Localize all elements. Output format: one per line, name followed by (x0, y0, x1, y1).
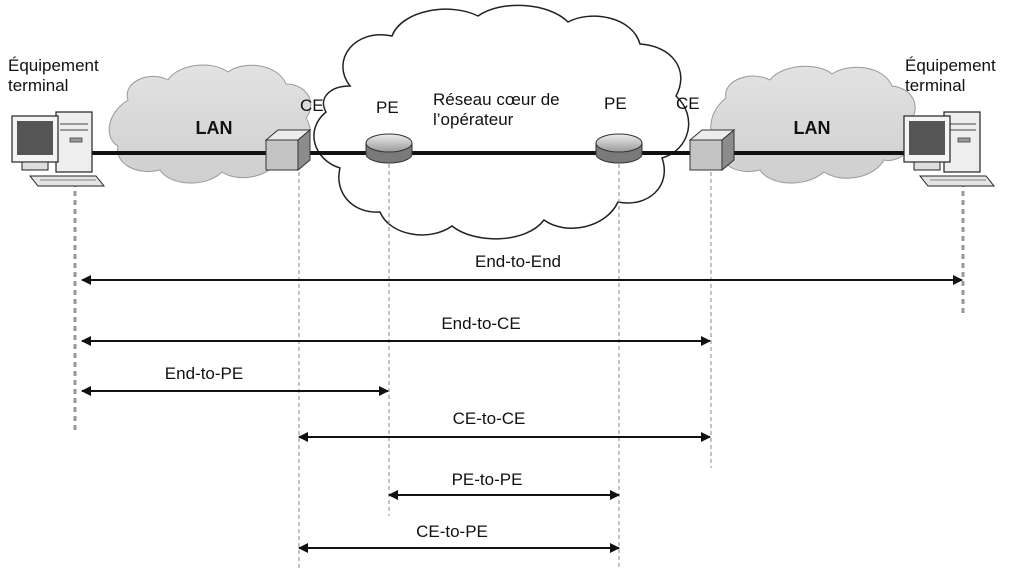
terminal-right-label: Équipement terminal (905, 56, 996, 96)
ce-left-label: CE (300, 96, 324, 115)
lan-right-label: LAN (793, 118, 831, 138)
span-label-end-to-end: End-to-End (475, 252, 561, 271)
lan-left-label: LAN (195, 118, 233, 138)
core-network-cloud (313, 4, 690, 240)
span-label-pe-to-pe: PE-to-PE (451, 470, 523, 489)
ce-box-left (264, 128, 312, 172)
core-network-label-line1: Réseau cœur de (433, 90, 560, 109)
pe-router-left (365, 133, 413, 164)
terminal-right-label-line1: Équipement (905, 56, 996, 75)
computer-terminal-left (11, 111, 106, 187)
scope-arrows (81, 275, 963, 553)
pe-router-right (595, 133, 643, 164)
terminal-left-label-line1: Équipement (8, 56, 99, 75)
span-label-ce-to-ce: CE-to-CE (452, 409, 526, 428)
span-label-end-to-ce: End-to-CE (441, 314, 521, 333)
ce-box-right (688, 128, 736, 172)
terminal-right-label-line2: terminal (905, 76, 966, 95)
core-network-label-line2: l’opérateur (433, 110, 514, 129)
pe-left-label: PE (376, 98, 399, 117)
span-label-ce-to-pe: CE-to-PE (416, 522, 488, 541)
pe-right-label: PE (604, 94, 627, 113)
terminal-left-label-line2: terminal (8, 76, 69, 95)
terminal-left-label: Équipement terminal (8, 56, 99, 96)
ce-right-label: CE (676, 94, 700, 113)
computer-terminal-right (903, 111, 996, 187)
span-label-end-to-pe: End-to-PE (164, 364, 244, 383)
core-network-label: Réseau cœur de l’opérateur (433, 90, 560, 130)
